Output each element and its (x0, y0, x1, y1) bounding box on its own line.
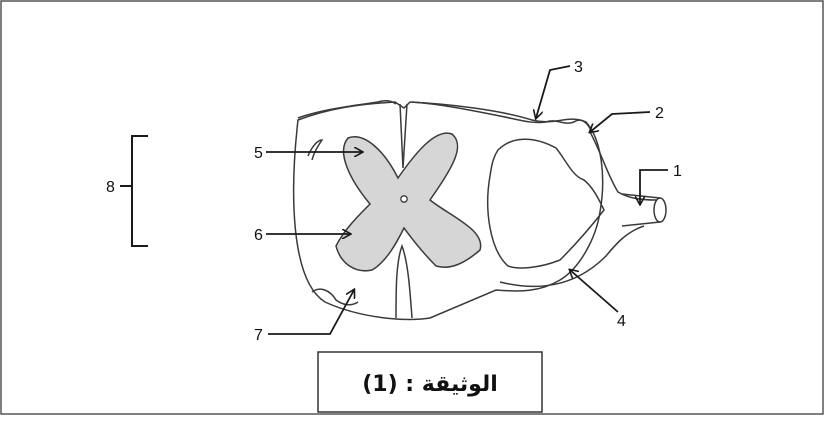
label-3: 3 (574, 59, 583, 76)
label-1: 1 (673, 163, 682, 180)
arrow-2 (590, 111, 651, 132)
gray-matter (335, 132, 482, 272)
ventral-root (499, 225, 645, 288)
arrow-3 (536, 65, 571, 118)
label-2: 2 (655, 105, 664, 122)
spinal-cord-outline (292, 101, 604, 321)
ventral-left-notch (311, 288, 359, 306)
spinal-nerve-root-region (487, 138, 605, 269)
meninges-line (297, 99, 593, 133)
label-8: 8 (106, 179, 115, 196)
bracket-8 (120, 135, 148, 247)
label-5: 5 (254, 145, 263, 162)
arrow-1 (640, 169, 668, 204)
label-4: 4 (617, 313, 626, 330)
ventral-median-fissure (395, 243, 413, 319)
dorsal-median-sulcus (399, 103, 408, 169)
left-flap (307, 139, 324, 161)
nerve-end (653, 197, 667, 223)
central-canal (400, 195, 408, 203)
caption-box (317, 351, 543, 413)
arrow-7 (268, 290, 354, 335)
label-7: 7 (254, 327, 263, 344)
caption: الوثيقة : (1) (362, 372, 498, 397)
label-6: 6 (254, 227, 263, 244)
arrow-4 (570, 270, 619, 313)
dorsal-root (589, 131, 657, 201)
